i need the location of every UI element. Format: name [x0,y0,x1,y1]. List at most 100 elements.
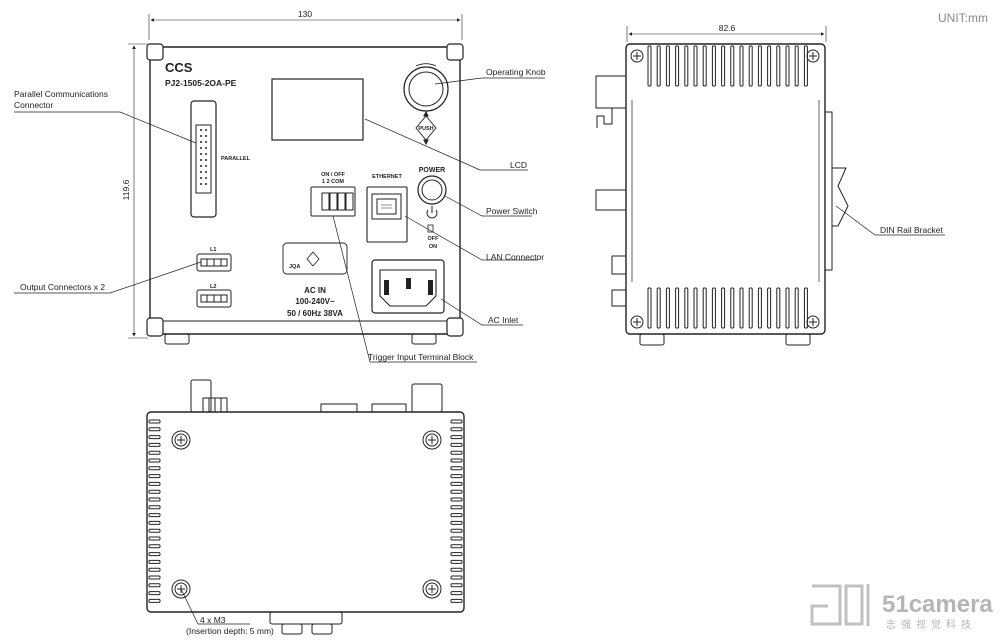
vent-slot [450,559,463,564]
depth-dimension: 82.6 [719,23,736,33]
vent-slot [148,427,161,432]
voltage-text: 100-240V~ [295,297,335,306]
callout-parallel-line2: Connector [14,100,53,110]
vent-slot [450,520,463,525]
top-left-vents [148,419,161,603]
vent-slot [148,520,161,525]
width-dimension: 130 [298,9,312,19]
callout-output-connectors: Output Connectors x 2 [20,282,105,292]
vent-slot [450,528,463,533]
vent-slot [450,567,463,572]
vent-slot [702,45,707,87]
l2-label: L2 [210,284,216,290]
vent-slot [450,458,463,463]
vent-slot [785,287,790,329]
vent-slot [730,287,735,329]
vent-slot [450,552,463,557]
top-view [146,379,465,635]
vent-slot [148,419,161,424]
ac-in-text: AC IN [304,286,326,295]
vent-slot [693,287,698,329]
vent-slot [148,442,161,447]
vent-slot [675,45,680,87]
vent-slot [665,287,670,329]
side-top-vents [647,45,808,87]
vent-slot [450,427,463,432]
vent-slot [730,45,735,87]
vent-slot [148,544,161,549]
vent-slot [148,489,161,494]
vent-slot [711,45,716,87]
on-label: ON [429,244,437,250]
vent-slot [450,497,463,502]
vent-slot [148,450,161,455]
vent-slot [148,591,161,596]
vent-slot [148,598,161,603]
watermark-subtitle: 志强视觉科技 [886,618,976,631]
vent-slot [785,45,790,87]
model-text: PJ2-1505-2OA-PE [165,78,237,88]
height-dimension: 119.6 [121,179,131,200]
vent-slot [450,474,463,479]
top-right-vents [450,419,463,603]
vent-slot [767,287,772,329]
vent-slot [148,466,161,471]
vent-slot [450,505,463,510]
vent-slot [647,45,652,87]
vent-slot [757,287,762,329]
vent-slot [803,287,808,329]
vent-slot [757,45,762,87]
vent-slot [148,528,161,533]
vent-slot [450,489,463,494]
vent-slot [647,287,652,329]
vent-slot [450,598,463,603]
callout-lan-connector: LAN Connector [486,252,544,262]
watermark-logo [810,584,870,626]
vent-slot [148,552,161,557]
vent-slot [656,45,661,87]
callout-screws-line1: 4 x M3 [200,615,226,625]
vent-slot [711,287,716,329]
push-label: PUSH [418,126,433,132]
vent-slot [684,45,689,87]
vent-slot [450,583,463,588]
vent-slot [148,513,161,518]
vent-slot [450,536,463,541]
vent-slot [148,559,161,564]
vent-slot [776,45,781,87]
parallel-label: PARALLEL [221,156,251,162]
vent-slot [450,513,463,518]
ethernet-label: ETHERNET [372,174,402,180]
vent-slot [148,583,161,588]
callout-trigger-block: Trigger Input Terminal Block [368,352,474,362]
front-view [128,14,464,345]
vent-slot [721,45,726,87]
vent-slot [148,474,161,479]
vent-slot [148,567,161,572]
vent-slot [450,544,463,549]
vent-slot [675,287,680,329]
trigger-header-text: ON / OFF [321,172,345,178]
vent-slot [450,442,463,447]
callout-operating-knob: Operating Knob [486,67,546,77]
vent-slot [684,287,689,329]
vent-slot [450,450,463,455]
vent-slot [767,45,772,87]
callout-leaders [14,77,945,625]
vent-slot [794,287,799,329]
vent-slot [148,481,161,486]
vent-slot [148,536,161,541]
vent-slot [450,419,463,424]
callout-screws-line2: (Insertion depth: 5 mm) [186,626,274,636]
vent-slot [450,435,463,440]
callout-din-rail: DIN Rail Bracket [880,225,943,235]
vent-slot [450,481,463,486]
vent-slot [748,287,753,329]
vent-slot [702,287,707,329]
vent-slot [148,458,161,463]
unit-label: UNIT:mm [938,11,988,25]
vent-slot [693,45,698,87]
vent-slot [794,45,799,87]
freq-power-text: 50 / 60Hz 38VA [287,309,343,318]
